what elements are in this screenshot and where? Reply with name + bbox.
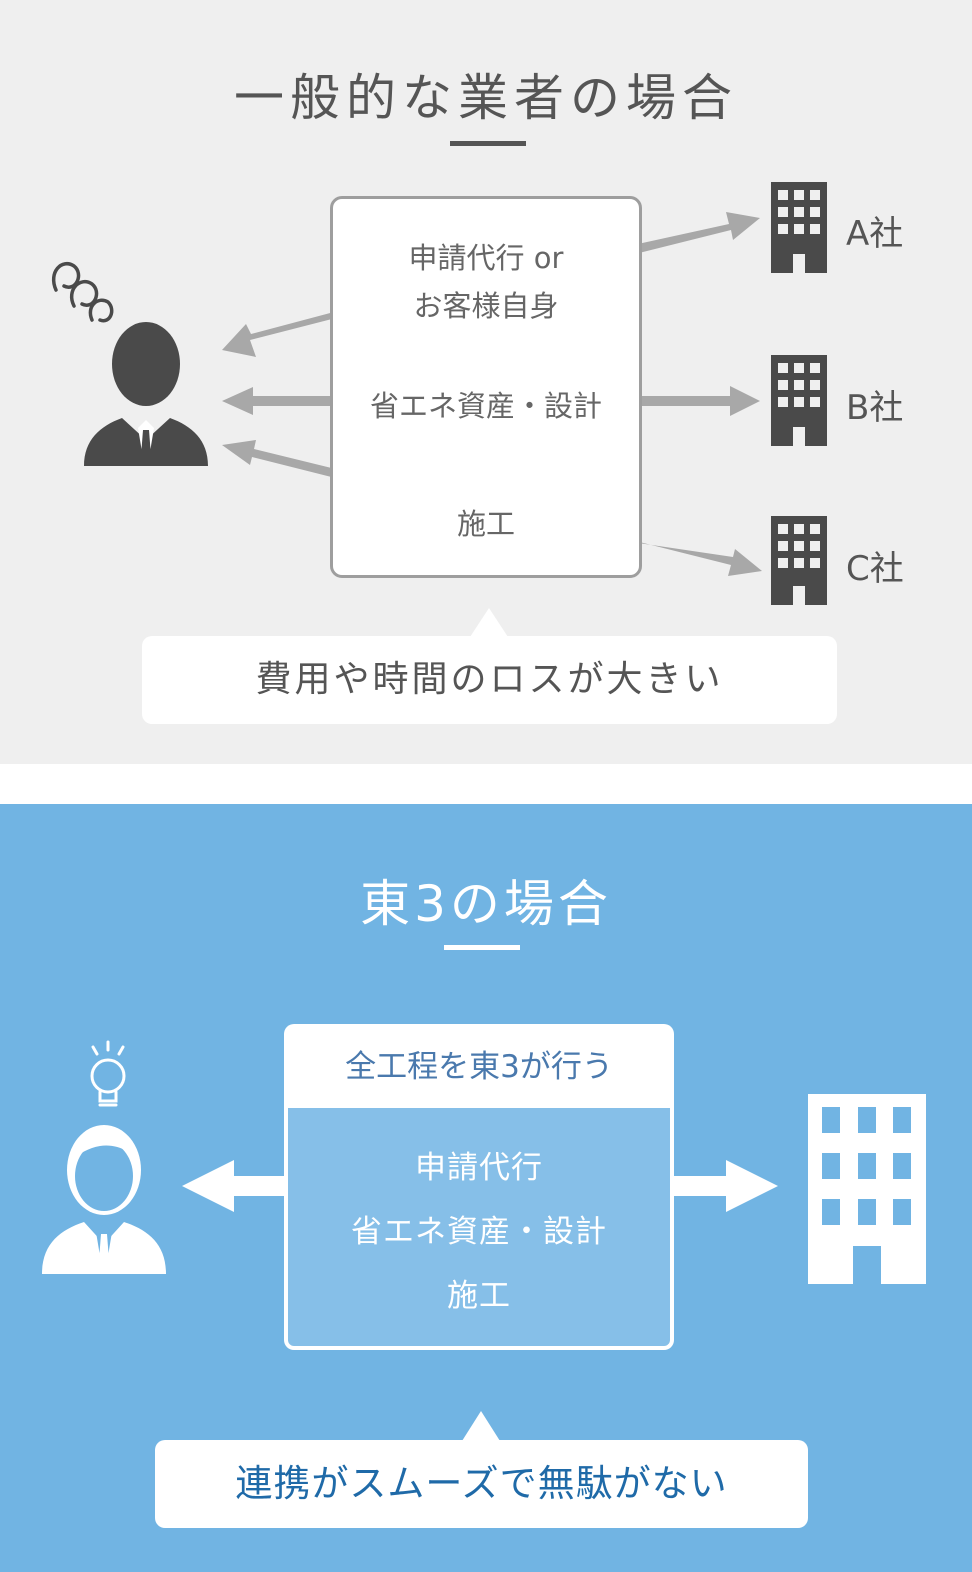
businessman-icon: [42, 1125, 166, 1274]
building-icon: [771, 516, 827, 605]
company-label-b: B社: [846, 388, 904, 428]
confused-swirl-icon: [52, 262, 114, 323]
tosan-process-box-body: 申請代行 省エネ資産・設計 施工: [284, 1108, 674, 1350]
title-underline: [450, 141, 526, 146]
lightbulb-icon: [90, 1040, 126, 1107]
process-application: 申請代行: [415, 1150, 543, 1186]
building-icon: [771, 182, 827, 273]
bubble-pointer: [462, 1411, 500, 1441]
building-icon: [771, 355, 827, 446]
tosan-process-box-header: 全工程を東3が行う: [284, 1024, 674, 1110]
building-icon: [808, 1094, 926, 1284]
arrow-right-b: [632, 386, 760, 416]
tosan-case-title: 東3の場合: [360, 875, 612, 933]
tosan-summary-bubble: 連携がスムーズで無駄がない: [155, 1440, 808, 1528]
arrow-left-2: [222, 387, 343, 415]
process-construction: 施工: [456, 507, 515, 541]
title-underline: [444, 945, 520, 950]
process-application-line2: お客様自身: [413, 289, 559, 323]
general-case-section: 一般的な業者の場合: [0, 0, 972, 764]
general-summary-bubble: 費用や時間のロスが大きい: [142, 636, 837, 724]
bubble-pointer: [470, 608, 508, 637]
general-case-title: 一般的な業者の場合: [234, 69, 738, 127]
arrow-to-company: [674, 1160, 778, 1212]
general-process-box: 申請代行 or お客様自身 省エネ資産・設計 施工: [330, 196, 642, 578]
businessman-icon: [84, 322, 208, 466]
process-design: 省エネ資産・設計: [351, 1214, 607, 1250]
tosan-case-section: 東3の場合: [0, 804, 972, 1572]
company-label-c: C社: [846, 549, 904, 589]
arrow-to-customer: [182, 1160, 284, 1212]
tosan-diagram-graphics: [42, 945, 926, 1441]
process-application-line1: 申請代行 or: [408, 241, 564, 275]
process-design: 省エネ資産・設計: [369, 389, 602, 423]
process-construction: 施工: [447, 1278, 511, 1314]
company-label-a: A社: [846, 214, 904, 254]
